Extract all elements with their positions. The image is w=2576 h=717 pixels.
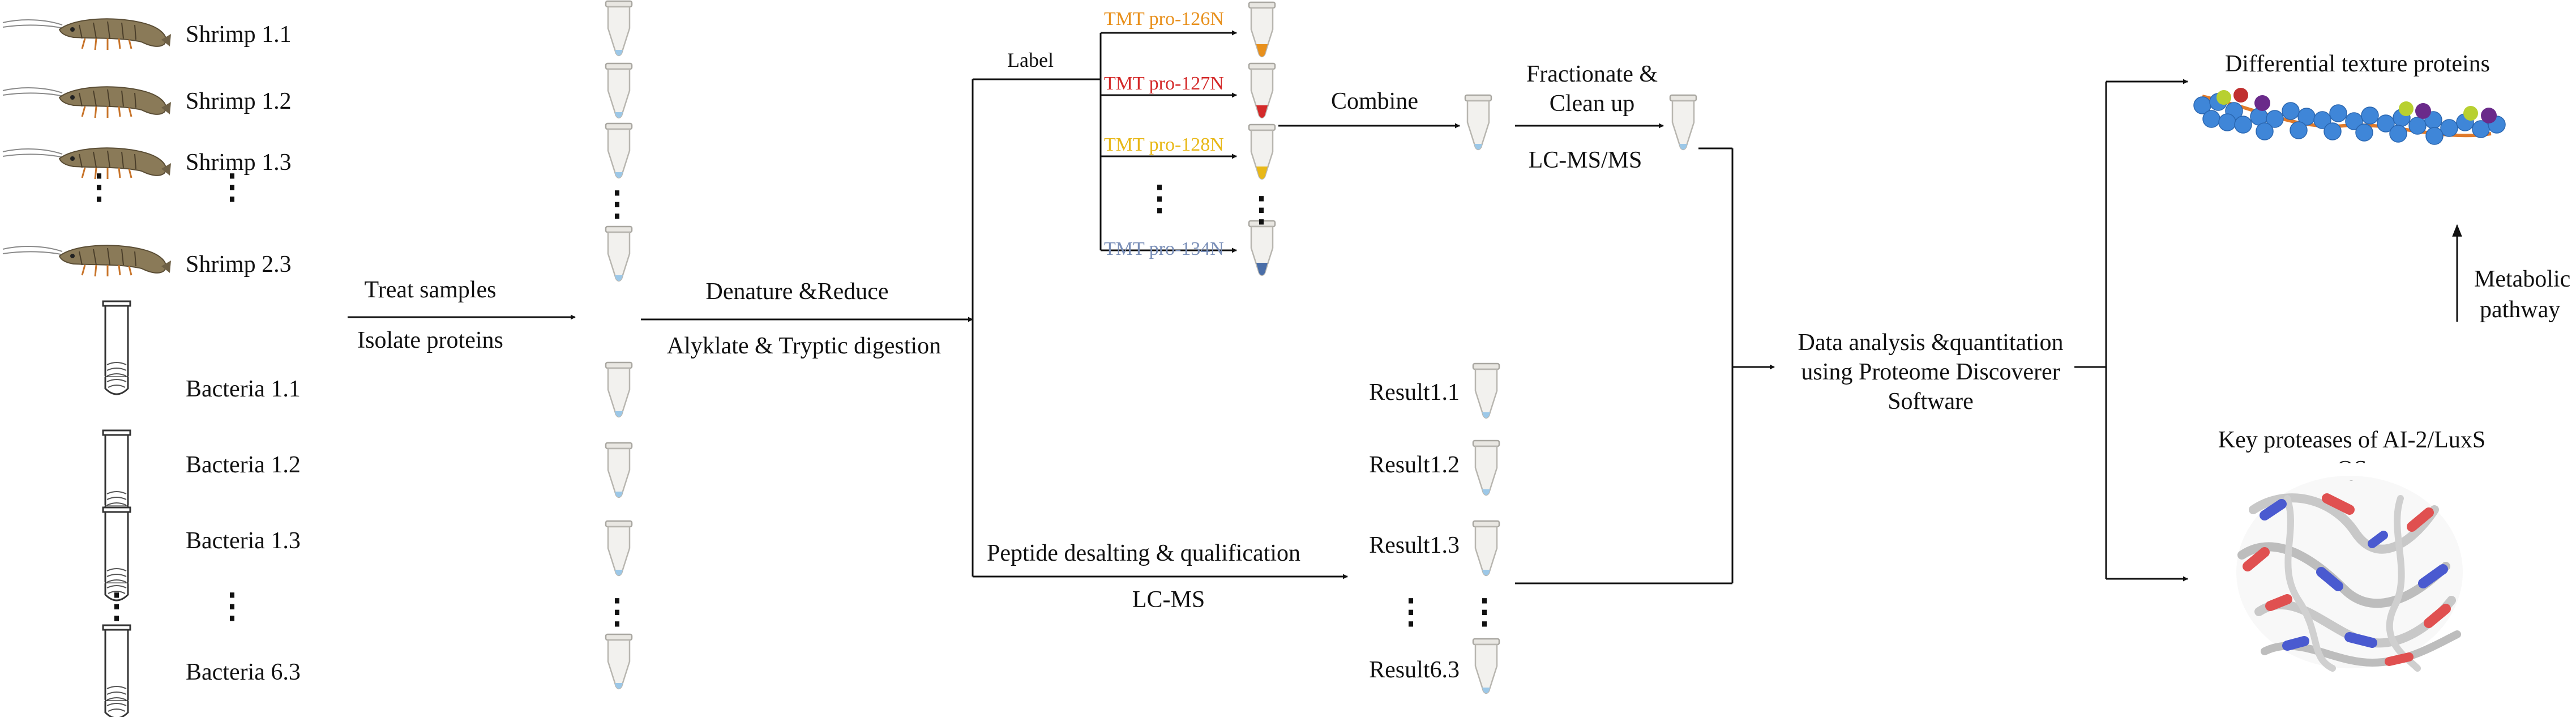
- tube-icon: [1669, 94, 1697, 151]
- result-label-1-3: Result1.3: [1369, 532, 1460, 558]
- step-combine: Combine: [1331, 88, 1418, 114]
- tube-icon: [605, 122, 633, 179]
- step-software: Software: [1888, 389, 1974, 415]
- tube-icon: [605, 361, 633, 418]
- ellipsis-dots: ⋮: [1467, 593, 1501, 630]
- shrimp-samples: Shrimp 1.1 Shrimp 1.2 Shrimp 1.3 Shrimp …: [2, 18, 292, 278]
- tube-icon: [1248, 220, 1276, 276]
- tube-icon: [1248, 62, 1276, 119]
- tube-icon: [605, 0, 633, 57]
- shrimp-image: [2, 244, 172, 278]
- tube-icon: [605, 520, 633, 577]
- results-column: Result1.1 Result1.2 Result1.3 Result6.3 …: [1369, 362, 1501, 694]
- tmt-label-126n: TMT pro-126N: [1104, 8, 1224, 29]
- sample-label-bacteria-6-3: Bacteria 6.3: [186, 659, 301, 685]
- step-metabolic: Metabolic: [2474, 266, 2570, 292]
- tube-icon: [1464, 94, 1492, 151]
- result-label-6-3: Result6.3: [1369, 657, 1460, 683]
- step-clean-up: Clean up: [1550, 91, 1634, 117]
- bacteria-tube: [102, 300, 131, 395]
- step-data-analysis: Data analysis &quantitation: [1798, 330, 2064, 356]
- protein-structure-illustration: [2236, 476, 2463, 672]
- ellipsis-dots: ⋮: [100, 587, 134, 625]
- tube-icon: [1248, 1, 1276, 58]
- sample-label-bacteria-1-2: Bacteria 1.2: [186, 452, 301, 478]
- tmt-label-128n: TMT pro-128N: [1104, 134, 1224, 155]
- tube-icon: [1472, 520, 1500, 577]
- step-lc-ms-ms: LC-MS/MS: [1529, 147, 1642, 173]
- tube-icon: [1248, 123, 1276, 180]
- tube-icon: [605, 633, 633, 690]
- shrimp-image: [2, 86, 172, 119]
- result-label-1-1: Result1.1: [1369, 379, 1460, 406]
- shrimp-image: [2, 18, 172, 51]
- step-alkylate-digestion: Alyklate & Tryptic digestion: [667, 333, 941, 359]
- step-proteome-discoverer: using Proteome Discoverer: [1801, 359, 2060, 385]
- protein-tube-column: ⋮ ⋮: [600, 0, 634, 690]
- step-pathway: pathway: [2480, 297, 2560, 323]
- bacteria-tube: [102, 506, 131, 601]
- sample-label-bacteria-1-3: Bacteria 1.3: [186, 528, 301, 554]
- tube-icon: [605, 225, 633, 282]
- sample-label-shrimp-1-3: Shrimp 1.3: [186, 150, 292, 176]
- ellipsis-dots: ⋮: [600, 593, 634, 630]
- ellipsis-dots: ⋮: [1244, 191, 1278, 228]
- tube-icon: [1472, 362, 1500, 419]
- tube-icon: [605, 62, 633, 119]
- bacteria-tube: [102, 624, 131, 717]
- step-isolate-proteins: Isolate proteins: [357, 327, 503, 353]
- step-denature-reduce: Denature &Reduce: [705, 279, 888, 305]
- ellipsis-dots: ⋮: [1394, 593, 1428, 630]
- step-peptide-desalting: Peptide desalting & qualification: [987, 540, 1300, 566]
- sample-label-shrimp-1-2: Shrimp 1.2: [186, 88, 292, 114]
- sample-label-shrimp-2-3: Shrimp 2.3: [186, 251, 292, 278]
- ellipsis-dots: ⋮: [1142, 180, 1176, 217]
- tmt-label-134n: TMT pro-134N: [1104, 238, 1224, 259]
- ellipsis-dots: ⋮: [215, 168, 249, 206]
- sample-label-bacteria-1-1: Bacteria 1.1: [186, 376, 301, 402]
- step-fractionate: Fractionate &: [1526, 61, 1658, 87]
- result-key-proteases: Key proteases of AI-2/LuxS: [2218, 427, 2485, 453]
- ellipsis-dots: ⋮: [82, 168, 116, 206]
- step-label: Label: [1007, 49, 1054, 71]
- tmt-label-127n: TMT pro-127N: [1104, 73, 1224, 94]
- step-lc-ms: LC-MS: [1132, 587, 1205, 613]
- tube-icon: [605, 442, 633, 498]
- bacteria-samples: Bacteria 1.1 Bacteria 1.2 Bacteria 1.3 B…: [100, 300, 301, 717]
- ellipsis-dots: ⋮: [215, 587, 249, 625]
- tube-icon: [1472, 439, 1500, 496]
- result-label-1-2: Result1.2: [1369, 452, 1460, 478]
- tmt-tube-column: ⋮: [1244, 1, 1278, 276]
- sample-label-shrimp-1-1: Shrimp 1.1: [186, 22, 292, 48]
- step-treat-samples: Treat samples: [365, 277, 497, 303]
- protein-bead-illustration: [2193, 88, 2506, 145]
- result-differential-texture: Differential texture proteins: [2225, 51, 2490, 77]
- tube-icon: [1472, 638, 1500, 694]
- ellipsis-dots: ⋮: [600, 185, 634, 223]
